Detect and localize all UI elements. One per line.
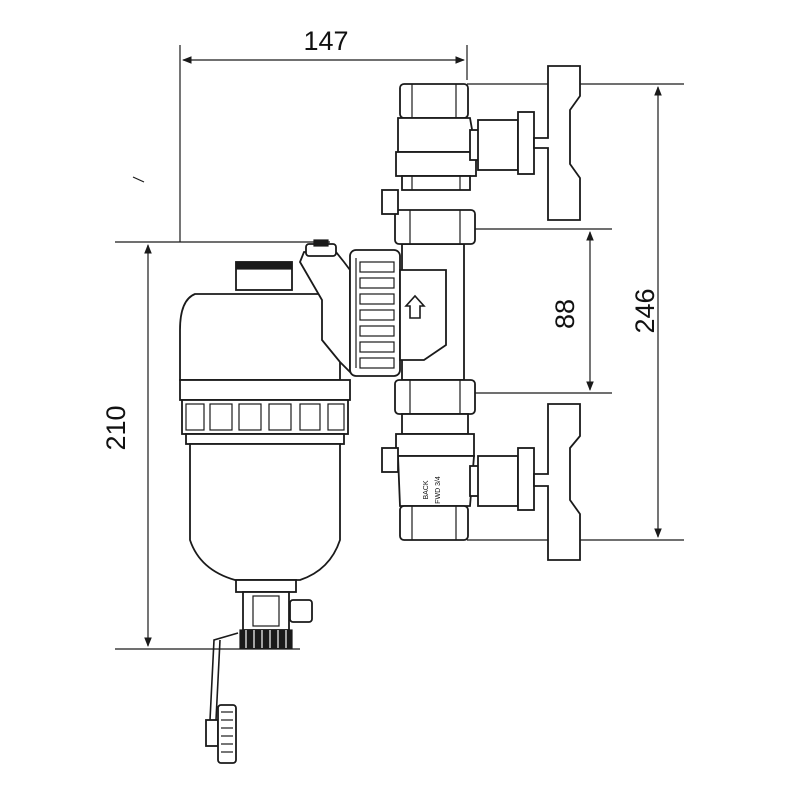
lower-valve-body [397, 455, 475, 507]
dimension-label-width: 147 [303, 26, 348, 56]
lower-valve-marking-2: FWD 3/4 [435, 476, 442, 504]
lower-hex-nut [394, 379, 476, 415]
drain-thread [239, 629, 293, 649]
upper-valve-stem-box [477, 119, 519, 171]
union-nut [349, 249, 401, 377]
tee-pipe [394, 209, 476, 415]
collar-lower [185, 433, 345, 445]
collar-ring [181, 399, 349, 435]
upper-hex-nut [394, 209, 476, 245]
lower-ball-valve: BACK FWD 3/4 [381, 403, 581, 561]
dimension-width: 147 [179, 26, 468, 242]
top-cap-dark-band [235, 261, 293, 270]
upper-housing [179, 293, 341, 381]
filter-body [179, 261, 351, 764]
dimension-label-height-left: 210 [101, 405, 131, 450]
lower-valve-stem-box [477, 455, 519, 507]
drain-key-grip-left [205, 719, 219, 747]
lower-valve-ring [395, 433, 475, 457]
upper-valve-body [397, 117, 478, 153]
drain-neck [235, 579, 297, 593]
dimension-height-left: 210 [101, 241, 330, 650]
upper-valve-handle [533, 65, 581, 221]
drain-valve [242, 591, 290, 631]
stray-mark [132, 176, 145, 183]
union-nut-ribs [355, 258, 395, 369]
lower-valve-thread [399, 505, 469, 541]
upper-valve-ring [395, 151, 477, 177]
drain-key-rod [209, 632, 239, 721]
upper-ball-valve [381, 65, 581, 221]
lower-valve-marking-1: BACK [423, 480, 430, 499]
dimension-label-height-middle: 88 [550, 299, 580, 329]
flow-direction-arrow-icon [404, 294, 426, 319]
drain-thread-lines [245, 630, 287, 648]
drain-key-grip [217, 704, 237, 764]
side-coupling [299, 239, 401, 377]
collar-grips [185, 403, 345, 431]
dimension-label-height-right: 246 [630, 288, 660, 333]
lower-valve-handle [533, 403, 581, 561]
upper-valve-thread [399, 83, 469, 119]
drain-knob [289, 599, 313, 623]
pipe-inlet-body [399, 269, 447, 361]
collar-band [179, 379, 351, 401]
lower-bowl [189, 443, 341, 581]
dimension-height-middle: 88 [470, 228, 612, 394]
